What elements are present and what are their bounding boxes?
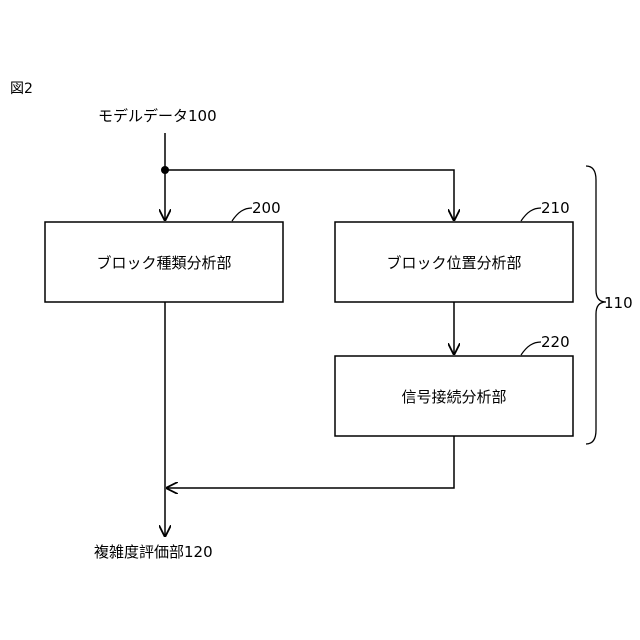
signal-connection-label: 信号接続分析部 xyxy=(335,356,573,436)
ref-220: 220 xyxy=(541,333,570,351)
ref-leader-210 xyxy=(521,208,541,221)
figure-label: 図2 xyxy=(10,80,33,98)
arrow-to-block-position xyxy=(165,170,454,220)
ref-leader-220 xyxy=(521,342,541,355)
ref-210: 210 xyxy=(541,199,570,217)
ref-leader-200 xyxy=(232,208,252,221)
arrow-merge xyxy=(167,436,454,488)
ref-200: 200 xyxy=(252,199,281,217)
input-label: モデルデータ100 xyxy=(98,107,217,125)
group-brace xyxy=(586,166,606,444)
block-type-label: ブロック種類分析部 xyxy=(45,222,283,302)
ref-110: 110 xyxy=(604,294,633,312)
output-label: 複雑度評価部120 xyxy=(94,543,213,561)
block-position-label: ブロック位置分析部 xyxy=(335,222,573,302)
